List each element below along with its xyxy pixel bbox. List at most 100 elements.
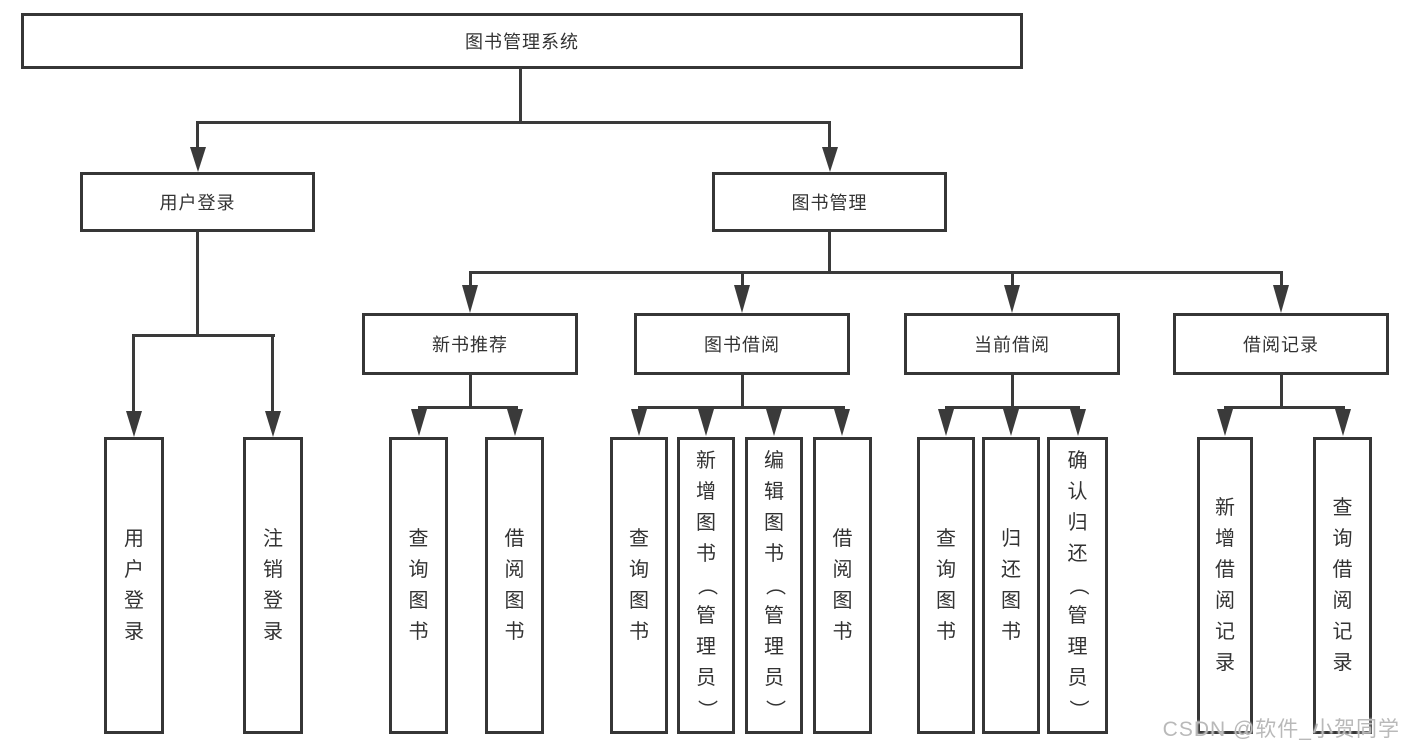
leaf-user-login: 用户登录	[104, 437, 164, 734]
connector-line	[1011, 271, 1014, 287]
vertical-char: 书	[936, 620, 956, 643]
leaf-query-borrow-record: 查询借阅记录	[1313, 437, 1372, 734]
connector-line	[638, 406, 845, 409]
arrow-down-icon	[1003, 409, 1019, 436]
vertical-char: 管	[696, 605, 716, 627]
connector-line	[196, 121, 199, 148]
vertical-char: 查	[408, 527, 429, 550]
connector-line	[1280, 271, 1283, 287]
node-borrow-record: 借阅记录	[1173, 313, 1389, 375]
vertical-char: 员	[696, 667, 716, 689]
vertical-char: 记	[1332, 620, 1353, 643]
vertical-char: 户	[124, 558, 144, 581]
node-root: 图书管理系统	[21, 13, 1023, 69]
vertical-char: ）	[763, 699, 786, 720]
connector-line	[469, 373, 472, 408]
connector-line	[741, 271, 744, 287]
vertical-char: 图	[408, 589, 429, 612]
connector-line	[1224, 406, 1345, 409]
vertical-char: 图	[696, 512, 716, 534]
vertical-char: 书	[832, 620, 853, 643]
vertical-char: 用	[124, 527, 144, 550]
connector-line	[1280, 373, 1283, 408]
vertical-char: 管	[1067, 605, 1088, 627]
vertical-char: 阅	[832, 558, 853, 581]
vertical-char: 图	[764, 512, 784, 534]
vertical-char: 阅	[1332, 589, 1353, 612]
vertical-char: 书	[696, 543, 716, 565]
vertical-char: 图	[832, 589, 853, 612]
vertical-char: 录	[263, 620, 283, 643]
arrow-down-icon	[938, 409, 954, 436]
vertical-char: 书	[764, 543, 784, 565]
vertical-char: （	[763, 575, 786, 596]
leaf-borrow-book: 借阅图书	[813, 437, 872, 734]
arrow-down-icon	[1217, 409, 1233, 436]
vertical-char: 查	[936, 527, 956, 550]
arrow-down-icon	[1070, 409, 1086, 436]
connector-line	[1011, 373, 1014, 408]
vertical-char: 增	[1215, 527, 1235, 550]
leaf-add-book-admin: 新增图书（管理员）	[677, 437, 735, 734]
arrow-down-icon	[766, 409, 782, 436]
leaf-logout: 注销登录	[243, 437, 303, 734]
vertical-char: 阅	[1215, 589, 1235, 612]
leaf-edit-book-admin: 编辑图书（管理员）	[745, 437, 803, 734]
vertical-char: 登	[263, 589, 283, 612]
vertical-char: 归	[1001, 527, 1021, 550]
vertical-char: 还	[1067, 543, 1088, 565]
leaf-borrow-book-recommend: 借阅图书	[485, 437, 544, 734]
vertical-char: 登	[124, 589, 144, 612]
arrow-down-icon	[507, 409, 523, 436]
vertical-char: 借	[504, 527, 525, 550]
connector-line	[132, 334, 135, 413]
arrow-down-icon	[631, 409, 647, 436]
arrow-down-icon	[265, 411, 281, 437]
vertical-char: 理	[764, 636, 784, 658]
connector-line	[469, 271, 472, 287]
connector-line	[271, 334, 274, 413]
vertical-char: 理	[696, 636, 716, 658]
vertical-char: 阅	[504, 558, 525, 581]
vertical-char: 询	[1332, 527, 1353, 550]
vertical-char: 录	[124, 620, 144, 643]
connector-line	[132, 334, 275, 337]
node-book-borrow: 图书借阅	[634, 313, 850, 375]
node-user-login: 用户登录	[80, 172, 315, 232]
vertical-char: 图	[1001, 589, 1021, 612]
vertical-char: 新	[1215, 496, 1235, 519]
vertical-char: ）	[1067, 699, 1089, 720]
leaf-confirm-return-admin: 确认归还（管理员）	[1047, 437, 1108, 734]
vertical-char: 确	[1067, 450, 1088, 472]
vertical-char: 书	[408, 620, 429, 643]
node-new-book-recommend: 新书推荐	[362, 313, 578, 375]
connector-line	[945, 406, 1080, 409]
connector-line	[828, 121, 831, 148]
vertical-char: 书	[629, 620, 649, 643]
vertical-char: 借	[832, 527, 853, 550]
arrow-down-icon	[190, 147, 206, 172]
vertical-char: 书	[504, 620, 525, 643]
arrow-down-icon	[698, 409, 714, 436]
vertical-char: 新	[696, 450, 716, 472]
vertical-char: 理	[1067, 636, 1088, 658]
arrow-down-icon	[734, 285, 750, 313]
arrow-down-icon	[822, 147, 838, 172]
connector-line	[196, 230, 199, 336]
vertical-char: 图	[936, 589, 956, 612]
connector-line	[828, 230, 831, 273]
vertical-char: 员	[764, 667, 784, 689]
arrow-down-icon	[834, 409, 850, 436]
node-current-borrow: 当前借阅	[904, 313, 1120, 375]
arrow-down-icon	[1335, 409, 1351, 436]
watermark: CSDN @软件_小贺同学	[1162, 718, 1400, 741]
node-book-management: 图书管理	[712, 172, 947, 232]
vertical-char: 询	[629, 558, 649, 581]
arrow-down-icon	[126, 411, 142, 437]
arrow-down-icon	[1273, 285, 1289, 313]
leaf-return-book: 归还图书	[982, 437, 1040, 734]
vertical-char: 录	[1332, 651, 1353, 674]
arrow-down-icon	[462, 285, 478, 313]
vertical-char: 图	[504, 589, 525, 612]
